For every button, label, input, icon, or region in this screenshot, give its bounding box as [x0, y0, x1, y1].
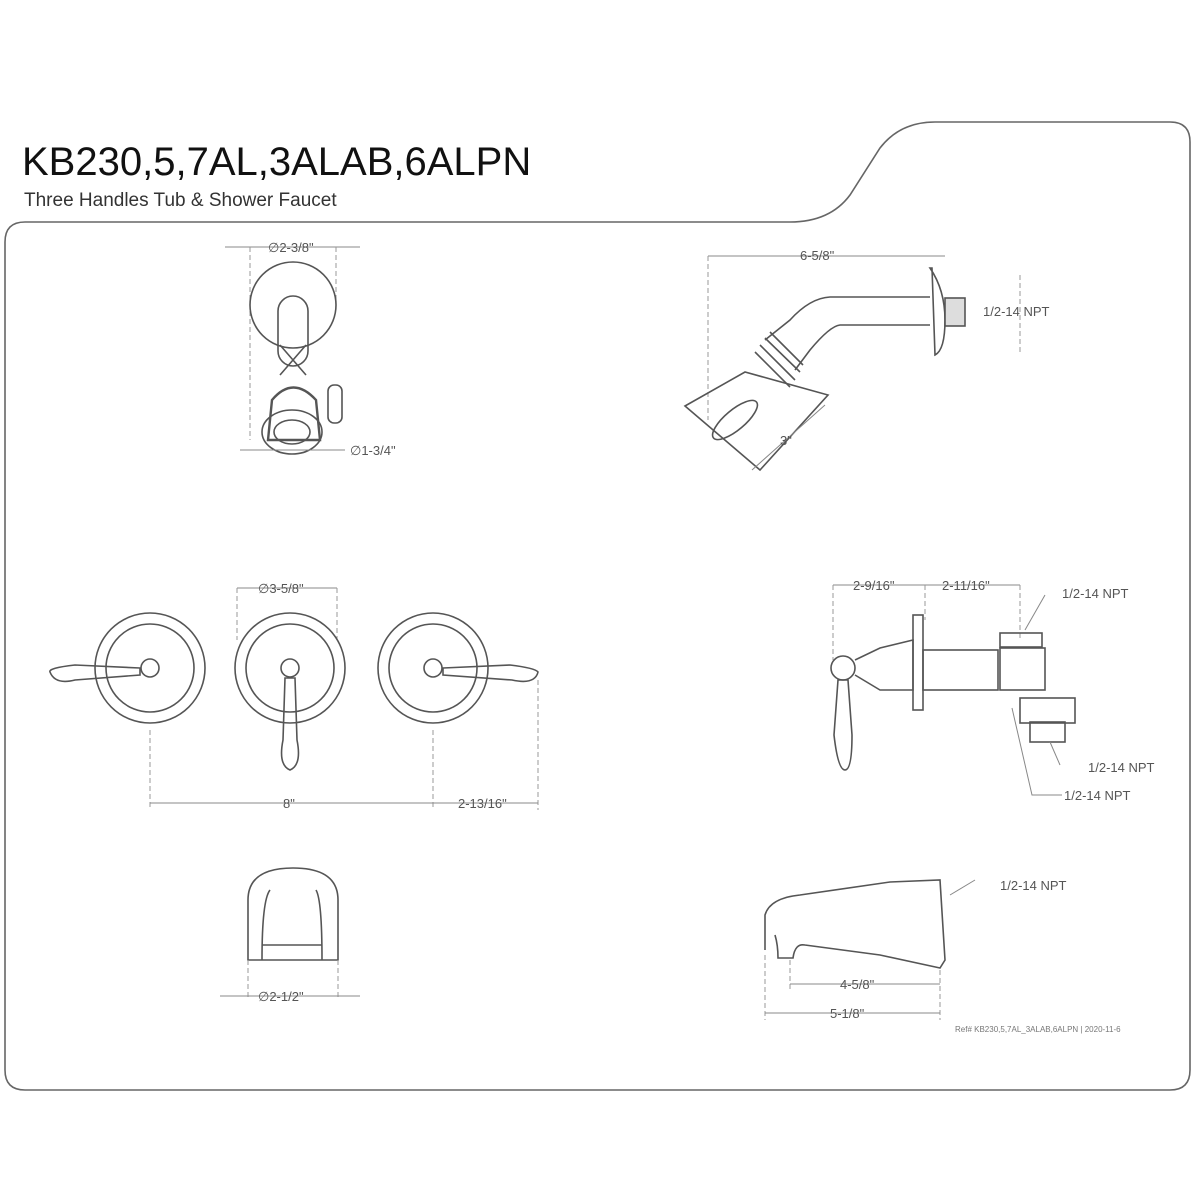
- thread-label: 1/2-14 NPT: [1062, 586, 1129, 601]
- handles-front-view: ∅3-5/8" 8" 2-13/16": [49, 581, 539, 811]
- dim-label: 2-13/16": [458, 796, 507, 811]
- dim-label: 6-5/8": [800, 248, 835, 263]
- spout-side-view: 1/2-14 NPT 4-5/8" 5-1/8": [764, 878, 1067, 1021]
- shower-arm-side-view: 6-5/8" 1/2-14 NPT 3": [683, 248, 1050, 472]
- dim-label: ∅2-3/8": [268, 240, 314, 255]
- spout-front-view: ∅2-1/2": [220, 867, 360, 1004]
- thread-label: 1/2-14 NPT: [983, 304, 1050, 319]
- thread-label: 1/2-14 NPT: [1064, 788, 1131, 803]
- thread-label: 1/2-14 NPT: [1088, 760, 1155, 775]
- footer-reference: Ref# KB230,5,7AL_3ALAB,6ALPN | 2020-11-6: [955, 1025, 1121, 1034]
- showerhead-front-view: ∅2-3/8" ∅1-3/4": [225, 240, 396, 458]
- dim-label: 8": [283, 796, 295, 811]
- page-subtitle: Three Handles Tub & Shower Faucet: [24, 190, 337, 211]
- dim-label: ∅3-5/8": [258, 581, 304, 596]
- dim-label: 3": [780, 433, 792, 448]
- thread-label: 1/2-14 NPT: [1000, 878, 1067, 893]
- dim-label: 2-9/16": [853, 578, 895, 593]
- page-title: KB230,5,7AL,3ALAB,6ALPN: [22, 140, 531, 184]
- dim-label: 2-11/16": [942, 578, 990, 593]
- dim-label: 4-5/8": [840, 977, 875, 992]
- drawing-frame: [4, 121, 1191, 1091]
- valve-side-view: 2-9/16" 2-11/16" 1/2-14 NPT 1/2-14 NPT 1…: [830, 578, 1155, 803]
- dim-label: ∅2-1/2": [258, 989, 304, 1004]
- dim-label: ∅1-3/4": [350, 443, 396, 458]
- dim-label: 5-1/8": [830, 1006, 865, 1021]
